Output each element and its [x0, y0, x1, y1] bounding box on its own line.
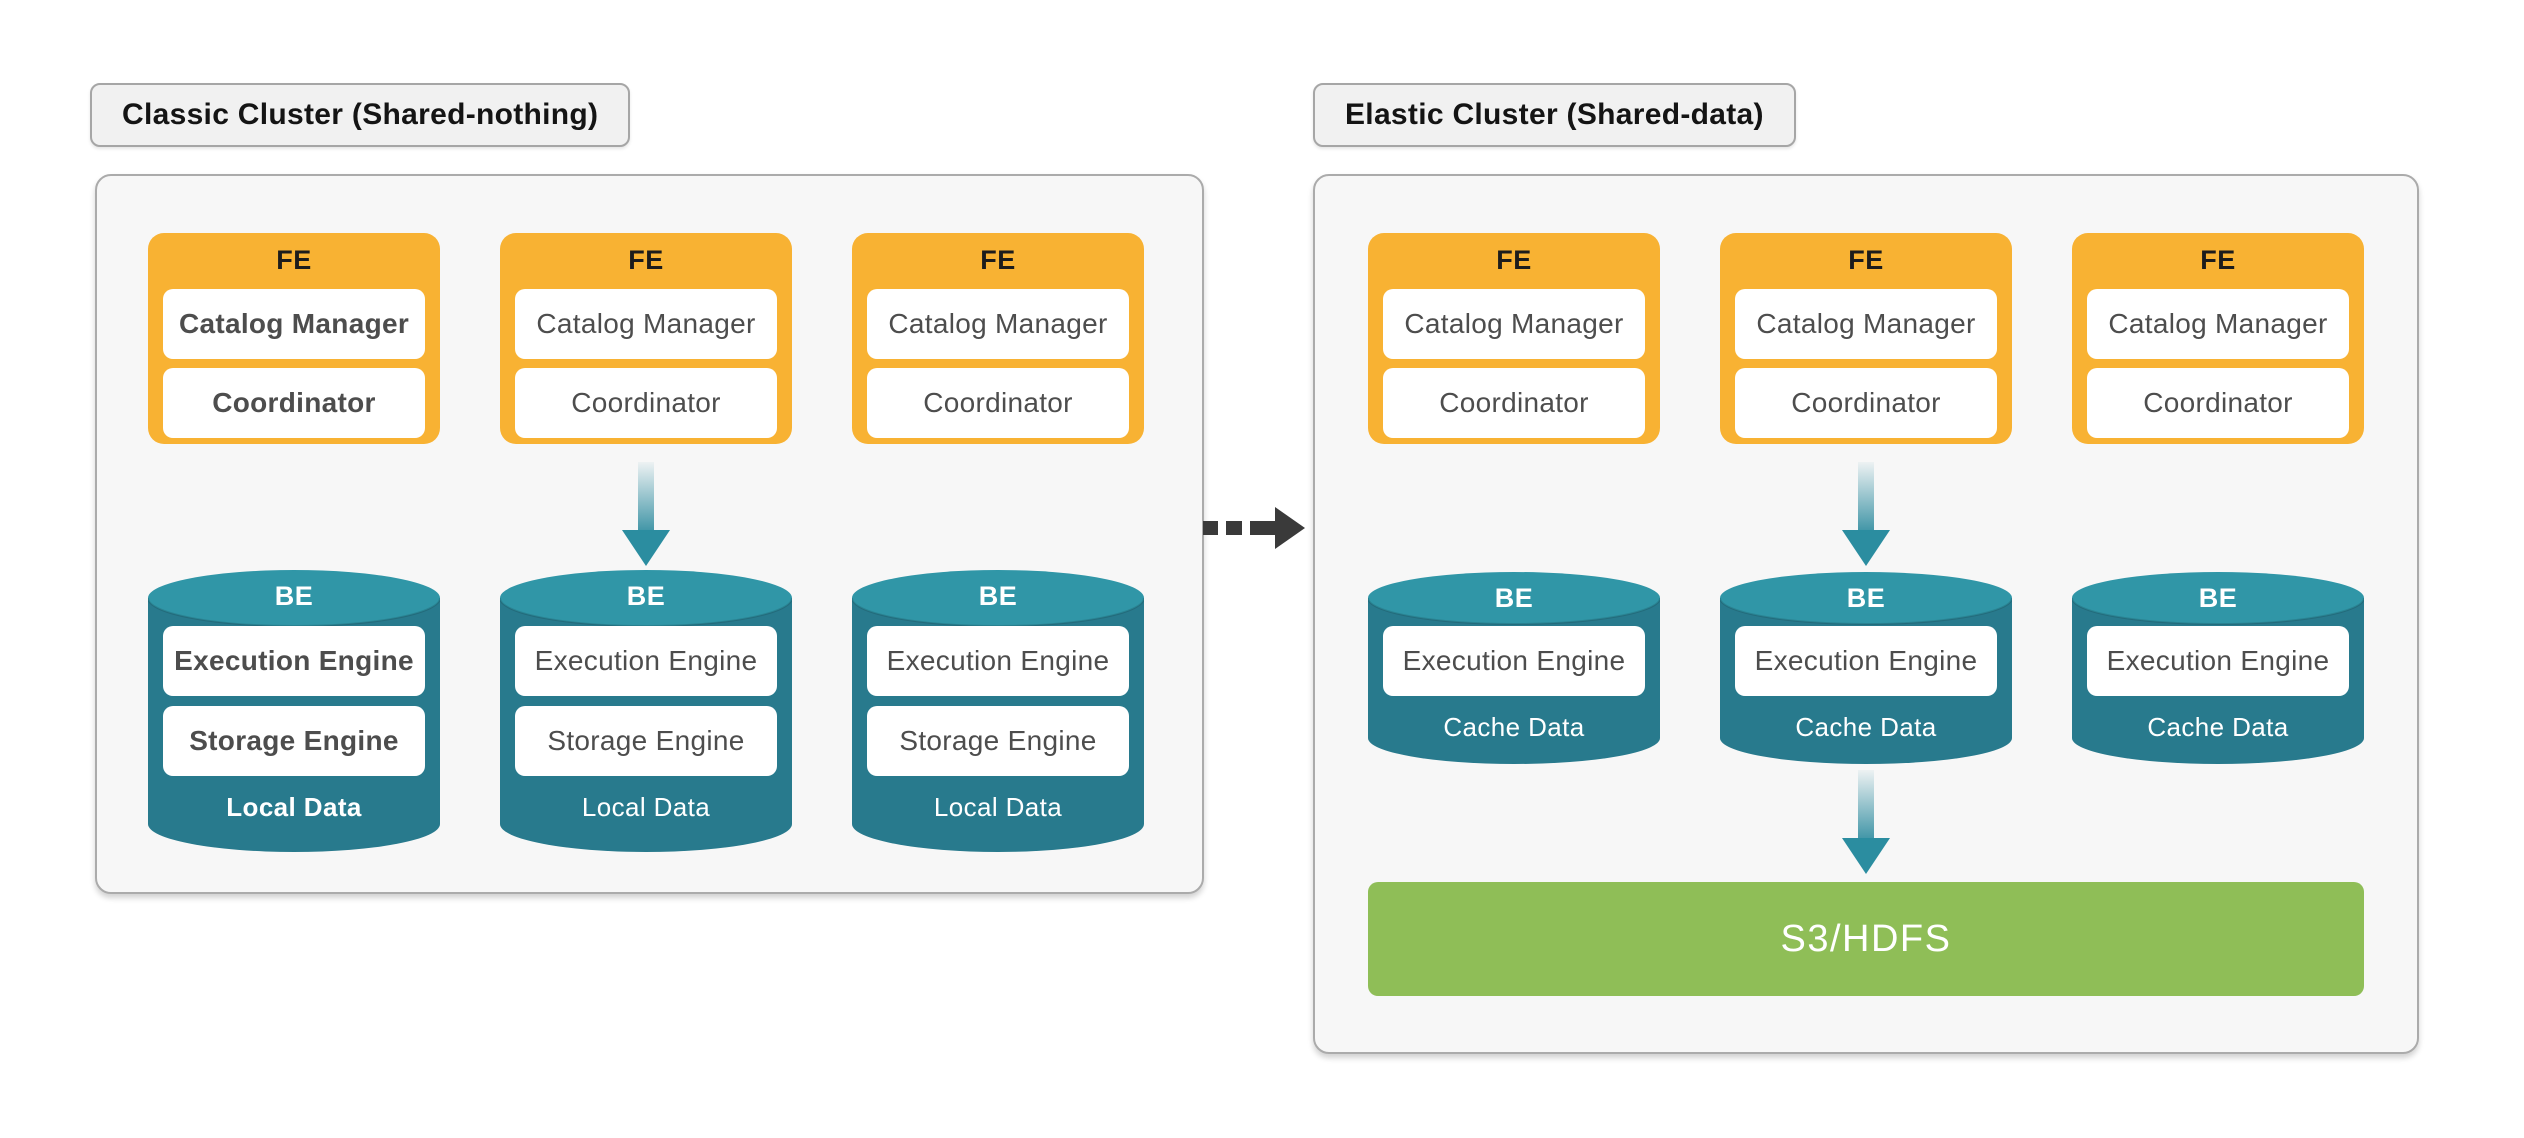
be-cylinder: BE Execution Engine Storage Engine Local…	[148, 570, 440, 852]
be-node-title: BE	[1846, 583, 1886, 613]
fe-node: FE Catalog Manager Coordinator	[2072, 233, 2364, 444]
component-box: Execution Engine	[515, 626, 777, 696]
data-label: Local Data	[581, 792, 711, 822]
fe-node: FE Catalog Manager Coordinator	[148, 233, 440, 444]
component-box: Coordinator	[163, 368, 425, 438]
component-box: Storage Engine	[515, 706, 777, 776]
component-box: Catalog Manager	[867, 289, 1129, 359]
component-box: Execution Engine	[1383, 626, 1645, 696]
data-label: Cache Data	[2147, 712, 2289, 742]
component-box: Execution Engine	[1735, 626, 1997, 696]
fe-node-title: FE	[980, 245, 1016, 275]
component-box: Coordinator	[515, 368, 777, 438]
component-box: Catalog Manager	[515, 289, 777, 359]
be-cylinder: BE Execution Engine Storage Engine Local…	[500, 570, 792, 852]
component-box: Execution Engine	[2087, 626, 2349, 696]
component-box: Execution Engine	[867, 626, 1129, 696]
fe-node: FE Catalog Manager Coordinator	[500, 233, 792, 444]
fe-node-title: FE	[1496, 245, 1532, 275]
fe-to-be-arrow-icon	[1842, 462, 1890, 566]
be-node-title: BE	[626, 581, 666, 611]
be-to-storage-arrow-icon	[1842, 770, 1890, 874]
component-box: Coordinator	[1383, 368, 1645, 438]
fe-to-be-arrow-icon	[622, 462, 670, 566]
data-label: Cache Data	[1443, 712, 1585, 742]
classic-cluster-panel: FE Catalog Manager Coordinator FE Catalo…	[95, 174, 1204, 894]
component-box: Catalog Manager	[2087, 289, 2349, 359]
cylinder-shape-icon	[2072, 572, 2364, 764]
elastic-cluster-panel: FE Catalog Manager Coordinator FE Catalo…	[1313, 174, 2419, 1054]
component-box: Catalog Manager	[1383, 289, 1645, 359]
elastic-cluster-title: Elastic Cluster (Shared-data)	[1313, 83, 1796, 147]
be-node-title: BE	[1494, 583, 1534, 613]
fe-node-title: FE	[1848, 245, 1884, 275]
fe-node-title: FE	[628, 245, 664, 275]
classic-cluster-title: Classic Cluster (Shared-nothing)	[90, 83, 631, 147]
component-box: Execution Engine	[163, 626, 425, 696]
data-label: Local Data	[933, 792, 1063, 822]
fe-node-title: FE	[276, 245, 312, 275]
be-node-title: BE	[2198, 583, 2238, 613]
component-box: Catalog Manager	[1735, 289, 1997, 359]
component-box: Coordinator	[867, 368, 1129, 438]
data-label: Local Data	[226, 792, 362, 822]
component-box: Storage Engine	[163, 706, 425, 776]
component-box: Catalog Manager	[163, 289, 425, 359]
be-node-title: BE	[978, 581, 1018, 611]
be-cylinder: BE Execution Engine Cache Data	[1720, 572, 2012, 764]
cluster-transition-arrow-icon	[1203, 507, 1305, 549]
shared-storage-box: S3/HDFS	[1368, 882, 2364, 996]
fe-node: FE Catalog Manager Coordinator	[1720, 233, 2012, 444]
fe-node-title: FE	[2200, 245, 2236, 275]
be-node-title: BE	[274, 581, 314, 611]
component-box: Coordinator	[1735, 368, 1997, 438]
be-cylinder: BE Execution Engine Cache Data	[1368, 572, 1660, 764]
component-box: Storage Engine	[867, 706, 1129, 776]
component-box: Coordinator	[2087, 368, 2349, 438]
be-cylinder: BE Execution Engine Cache Data	[2072, 572, 2364, 764]
be-cylinder: BE Execution Engine Storage Engine Local…	[852, 570, 1144, 852]
fe-node: FE Catalog Manager Coordinator	[852, 233, 1144, 444]
data-label: Cache Data	[1795, 712, 1937, 742]
fe-node: FE Catalog Manager Coordinator	[1368, 233, 1660, 444]
